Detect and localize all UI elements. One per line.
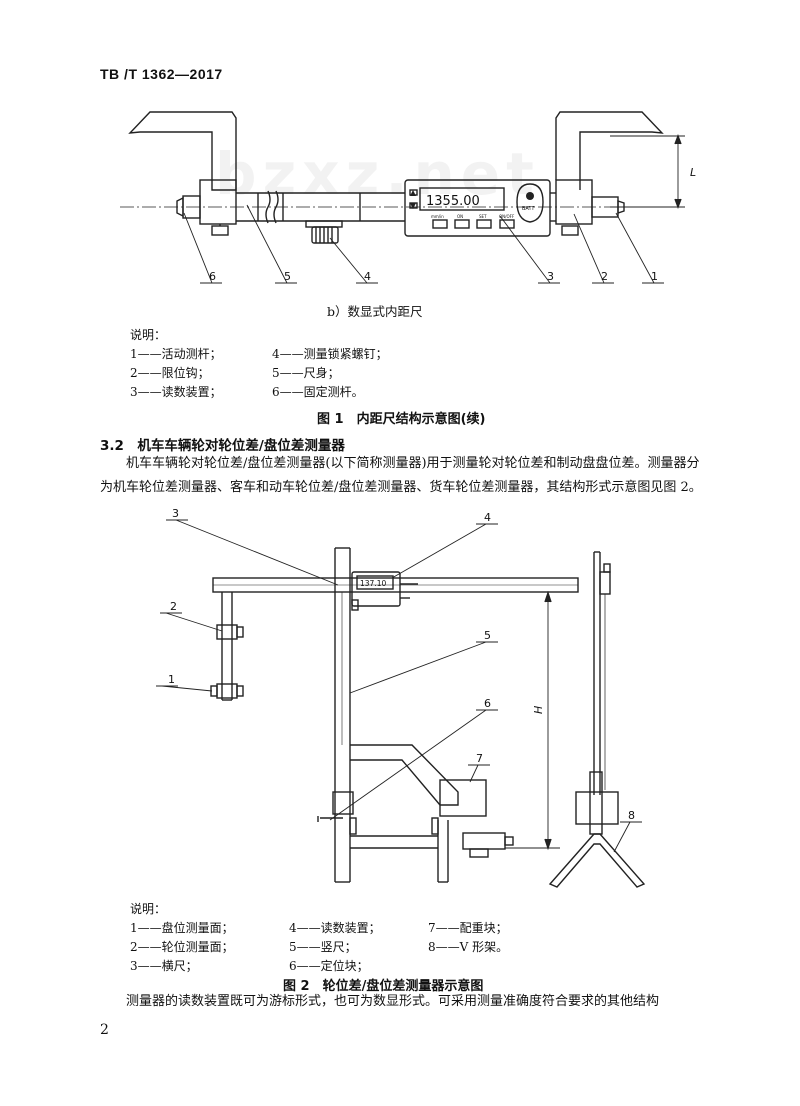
legend-item: 2——轮位测量面； bbox=[130, 940, 234, 954]
figure-2-legend: 说明： bbox=[130, 900, 166, 919]
legend-item: 8——V 形架。 bbox=[428, 940, 509, 954]
figure-2-callout-3: 3 bbox=[172, 507, 179, 520]
page-number: 2 bbox=[100, 1022, 109, 1038]
figure-2-display-value: 137.10 bbox=[360, 579, 386, 588]
figure-2-callout-7: 7 bbox=[476, 752, 483, 765]
legend-item: 6——固定测杆。 bbox=[272, 385, 364, 399]
closing-paragraph: 测量器的读数装置既可为游标形式，也可为数显形式。可采用测量准确度符合要求的其他结… bbox=[126, 994, 660, 1009]
legend-item: 2——限位钩； bbox=[130, 366, 210, 380]
legend-item: 7——配重块； bbox=[428, 921, 508, 935]
figure-1-dimension-label: L bbox=[690, 166, 696, 179]
figure-2-legend-col-1: 1——盘位测量面； 2——轮位测量面； 3——横尺； bbox=[130, 919, 234, 976]
legend-title: 说明： bbox=[130, 328, 167, 342]
figure-2-callout-5: 5 bbox=[484, 629, 491, 642]
figure-1-button-label-3: ON/OFF bbox=[499, 214, 515, 219]
watermark: bzxz.net bbox=[215, 140, 540, 208]
section-paragraph: 机车车辆轮对轮位差/盘位差测量器(以下简称测量器)用于测量轮对轮位差和制动盘盘位… bbox=[100, 456, 702, 495]
figure-2-caption: 图 2 轮位差/盘位差测量器示意图 bbox=[283, 979, 484, 994]
figure-1-callout-2: 2 bbox=[601, 270, 608, 283]
figure-2-callout-2: 2 bbox=[170, 600, 177, 613]
figure-1-button-label-0: mm/in bbox=[431, 214, 444, 219]
legend-item: 4——测量锁紧螺钉； bbox=[272, 347, 388, 361]
figure-2-drawing: 137.10 H 3 4 2 1 5 6 7 8 bbox=[156, 507, 646, 888]
figure-2-callout-4: 4 bbox=[484, 511, 491, 524]
legend-item: 1——活动测杆； bbox=[130, 347, 222, 361]
figure-1-legend-col-2: 4——测量锁紧螺钉； 5——尺身； 6——固定测杆。 bbox=[272, 345, 388, 402]
legend-item: 6——定位块； bbox=[289, 959, 369, 973]
figure-2-callout-8: 8 bbox=[628, 809, 635, 822]
figure-1-display-value: 1355.00 bbox=[426, 194, 480, 209]
figure-1-batt-label: BATT bbox=[522, 206, 535, 212]
figure-2-dimension-label: H bbox=[532, 706, 545, 714]
figure-1-legend: 说明： bbox=[130, 326, 166, 345]
figure-1-caption: 图 1 内距尺结构示意图(续) bbox=[317, 412, 486, 427]
figure-1-callout-3: 3 bbox=[547, 270, 554, 283]
legend-item: 3——读数装置； bbox=[130, 385, 222, 399]
figure-1-callout-6: 6 bbox=[209, 270, 216, 283]
figure-1-callout-4: 4 bbox=[364, 270, 371, 283]
figure-2-callout-1: 1 bbox=[168, 673, 175, 686]
figure-2-legend-col-2: 4——读数装置； 5——竖尺； 6——定位块； bbox=[289, 919, 381, 976]
figure-1-callout-1: 1 bbox=[651, 270, 658, 283]
standard-number: TB /T 1362—2017 bbox=[100, 66, 223, 82]
legend-item: 3——横尺； bbox=[130, 959, 198, 973]
section-heading: 3.2 机车车辆轮对轮位差/盘位差测量器 bbox=[100, 438, 345, 454]
legend-title: 说明： bbox=[130, 902, 167, 916]
legend-item: 4——读数装置； bbox=[289, 921, 381, 935]
figure-1-subcaption: b）数显式内距尺 bbox=[327, 304, 423, 319]
legend-item: 1——盘位测量面； bbox=[130, 921, 234, 935]
legend-item: 5——竖尺； bbox=[289, 940, 357, 954]
figure-1-legend-col-1: 1——活动测杆； 2——限位钩； 3——读数装置； bbox=[130, 345, 222, 402]
legend-item: 5——尺身； bbox=[272, 366, 340, 380]
figure-1-callout-5: 5 bbox=[284, 270, 291, 283]
figure-1-button-label-2: SET bbox=[479, 214, 487, 219]
figure-1-drawing: 1355.00 mm/in ON SET ON/OFF BATT L 6 5 4… bbox=[120, 111, 696, 284]
figure-2-callout-6: 6 bbox=[484, 697, 491, 710]
figure-2-legend-col-3: 7——配重块； 8——V 形架。 bbox=[428, 919, 508, 957]
figure-1-button-label-1: ON bbox=[457, 214, 463, 219]
